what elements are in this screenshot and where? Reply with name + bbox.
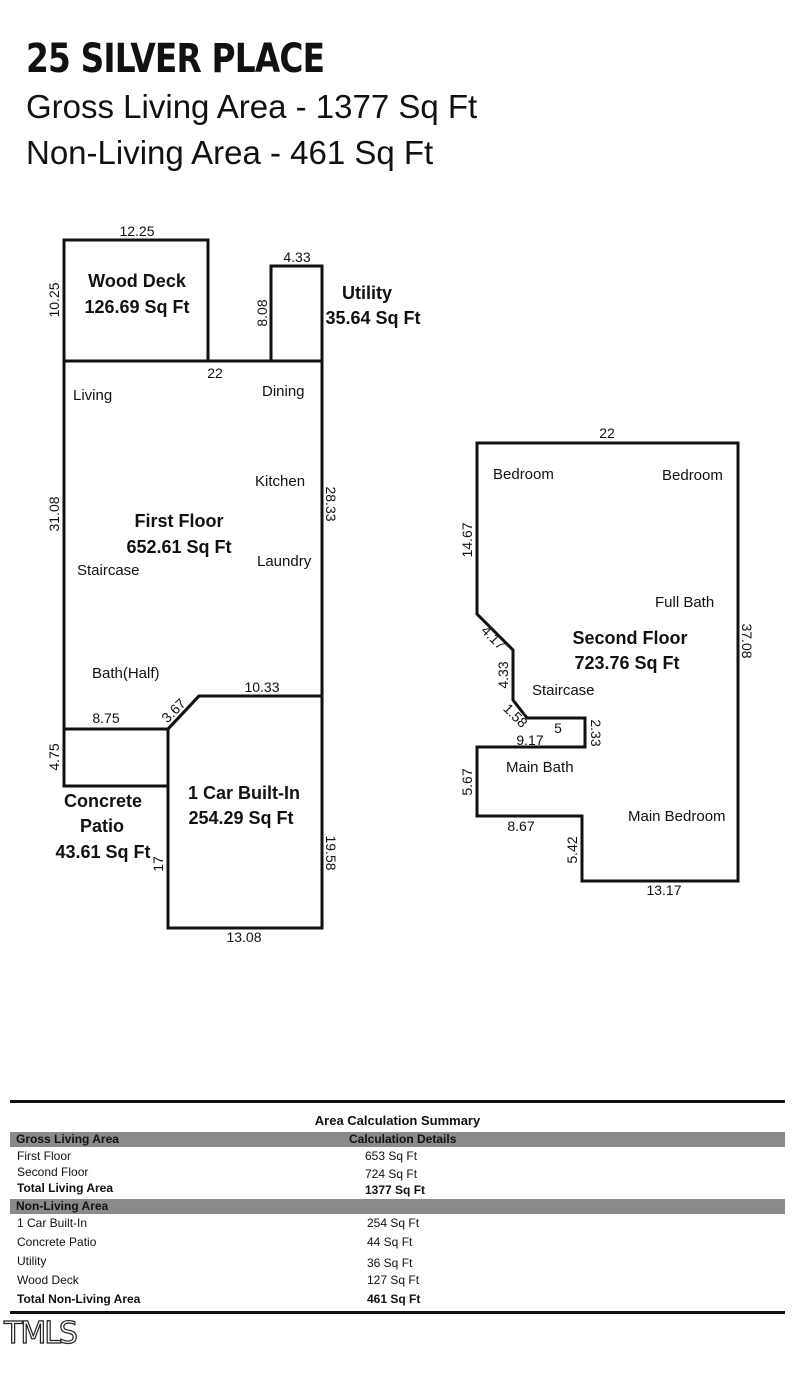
patio-name-line1: Concrete	[64, 791, 142, 811]
row-label: 1 Car Built-In	[17, 1216, 88, 1230]
first-floor-area: 652.61 Sq Ft	[126, 537, 231, 557]
room-living: Living	[73, 387, 112, 404]
notch-right-dim: 2.33	[588, 719, 604, 746]
wood-deck-area: 126.69 Sq Ft	[84, 297, 189, 317]
second-floor-bottom-dim: 13.17	[646, 882, 681, 898]
room-laundry: Laundry	[257, 553, 312, 570]
room-bedroom-1: Bedroom	[493, 466, 554, 483]
row-value: 36 Sq Ft	[367, 1256, 413, 1270]
row-value: 461 Sq Ft	[367, 1292, 421, 1306]
table-row: Second Floor 724 Sq Ft	[10, 1163, 785, 1181]
room-half-bath: Bath(Half)	[92, 665, 160, 682]
room-full-bath: Full Bath	[655, 594, 714, 611]
row-value: 1377 Sq Ft	[365, 1183, 426, 1197]
floor-plan: 12.25 10.25 Wood Deck 126.69 Sq Ft 4.33 …	[46, 223, 755, 945]
gross-living-area-heading: Gross Living Area - 1377 Sq Ft	[26, 88, 478, 125]
row-value: 44 Sq Ft	[367, 1235, 413, 1249]
table-row: First Floor 653 Sq Ft	[10, 1147, 785, 1165]
row-value: 254 Sq Ft	[367, 1216, 420, 1230]
summary-title: Area Calculation Summary	[314, 1113, 481, 1128]
utility-top-dim: 4.33	[283, 249, 310, 265]
table-row: 1 Car Built-In 254 Sq Ft	[10, 1214, 785, 1233]
row-label: Second Floor	[17, 1165, 89, 1179]
row-value: 653 Sq Ft	[365, 1149, 418, 1163]
table-row: Utility 36 Sq Ft	[10, 1252, 785, 1271]
row-value: 724 Sq Ft	[365, 1167, 418, 1181]
row-label: Concrete Patio	[17, 1235, 97, 1249]
row-label: Wood Deck	[17, 1273, 79, 1287]
second-floor-name: Second Floor	[572, 628, 687, 648]
garage-name: 1 Car Built-In	[188, 783, 300, 803]
total-living-row: Total Living Area 1377 Sq Ft	[10, 1179, 785, 1197]
property-address: 25 SILVER PLACE	[26, 36, 325, 82]
garage-area: 254.29 Sq Ft	[188, 808, 293, 828]
row-label: Utility	[17, 1254, 47, 1268]
notch-top-dim: 5	[554, 720, 562, 736]
second-floor-outline	[475, 441, 740, 883]
first-floor-left-dim: 31.08	[46, 496, 62, 531]
first-floor-bottom-dim: 10.33	[244, 679, 279, 695]
area-summary-table: Area Calculation Summary Gross Living Ar…	[10, 1100, 785, 1314]
notch-bottom-dim: 9.17	[516, 732, 543, 748]
room-main-bath: Main Bath	[506, 759, 574, 776]
wood-deck-top-dim: 12.25	[119, 223, 154, 239]
wood-deck-left-dim: 10.25	[46, 282, 62, 317]
first-floor-name: First Floor	[135, 511, 224, 531]
row-label: First Floor	[17, 1149, 71, 1163]
summary-top-rule	[10, 1100, 785, 1103]
utility-left-dim: 8.08	[254, 299, 270, 326]
garage-left-dim: 17	[150, 856, 166, 872]
summary-bottom-rule	[10, 1311, 785, 1314]
bath-left-dim: 5.67	[459, 768, 475, 795]
utility-area: 35.64 Sq Ft	[325, 308, 420, 328]
first-floor-bottom-left-dim: 8.75	[92, 710, 119, 726]
second-floor-stair-dim: 4.33	[495, 661, 511, 688]
row-label: Total Non-Living Area	[17, 1292, 141, 1306]
room-main-bedroom: Main Bedroom	[628, 808, 726, 825]
gross-living-band: Gross Living Area Calculation Details	[10, 1132, 785, 1147]
second-floor-right-dim: 37.08	[739, 623, 755, 658]
first-floor-diagonal-dim: 3.67	[158, 695, 189, 726]
table-row: Concrete Patio 44 Sq Ft	[10, 1233, 785, 1252]
wood-deck-name: Wood Deck	[88, 271, 187, 291]
tmls-logo: TMLS	[3, 1315, 78, 1351]
calculation-details-header: Calculation Details	[349, 1132, 457, 1146]
non-living-band: Non-Living Area	[10, 1199, 785, 1214]
utility-name: Utility	[342, 283, 392, 303]
room-dining: Dining	[262, 383, 305, 400]
non-living-header: Non-Living Area	[16, 1199, 109, 1213]
garage-bottom-dim: 13.08	[226, 929, 261, 945]
second-floor-top-dim: 22	[599, 425, 615, 441]
second-floor-left-dim: 14.67	[459, 522, 475, 557]
patio-area: 43.61 Sq Ft	[55, 842, 150, 862]
non-living-area-heading: Non-Living Area - 461 Sq Ft	[26, 134, 434, 171]
utility-outline	[269, 264, 324, 363]
table-row: Wood Deck 127 Sq Ft	[10, 1271, 785, 1290]
first-floor-top-dim: 22	[207, 365, 223, 381]
gross-living-header: Gross Living Area	[16, 1132, 119, 1146]
row-value: 127 Sq Ft	[367, 1273, 420, 1287]
room-kitchen: Kitchen	[255, 473, 305, 490]
concrete-patio-outline	[62, 729, 168, 788]
first-floor-right-dim: 28.33	[323, 486, 339, 521]
row-label: Total Living Area	[17, 1181, 114, 1195]
patio-name-line2: Patio	[80, 816, 124, 836]
second-floor-diagonal2-dim: 1.58	[500, 700, 531, 731]
garage-right-dim: 19.58	[323, 835, 339, 870]
room-bedroom-2: Bedroom	[662, 467, 723, 484]
total-non-living-row: Total Non-Living Area 461 Sq Ft	[10, 1290, 785, 1309]
bath-bottom-dim: 8.67	[507, 818, 534, 834]
room-staircase-first: Staircase	[77, 562, 140, 579]
garage-outline	[166, 694, 324, 930]
patio-left-dim: 4.75	[46, 743, 62, 770]
second-floor-area: 723.76 Sq Ft	[574, 653, 679, 673]
page-header: 25 SILVER PLACE Gross Living Area - 1377…	[26, 34, 477, 176]
step-left-dim: 5.42	[564, 836, 580, 863]
second-floor-diagonal-dim: 4.17	[478, 622, 509, 653]
room-staircase-second: Staircase	[532, 682, 595, 699]
